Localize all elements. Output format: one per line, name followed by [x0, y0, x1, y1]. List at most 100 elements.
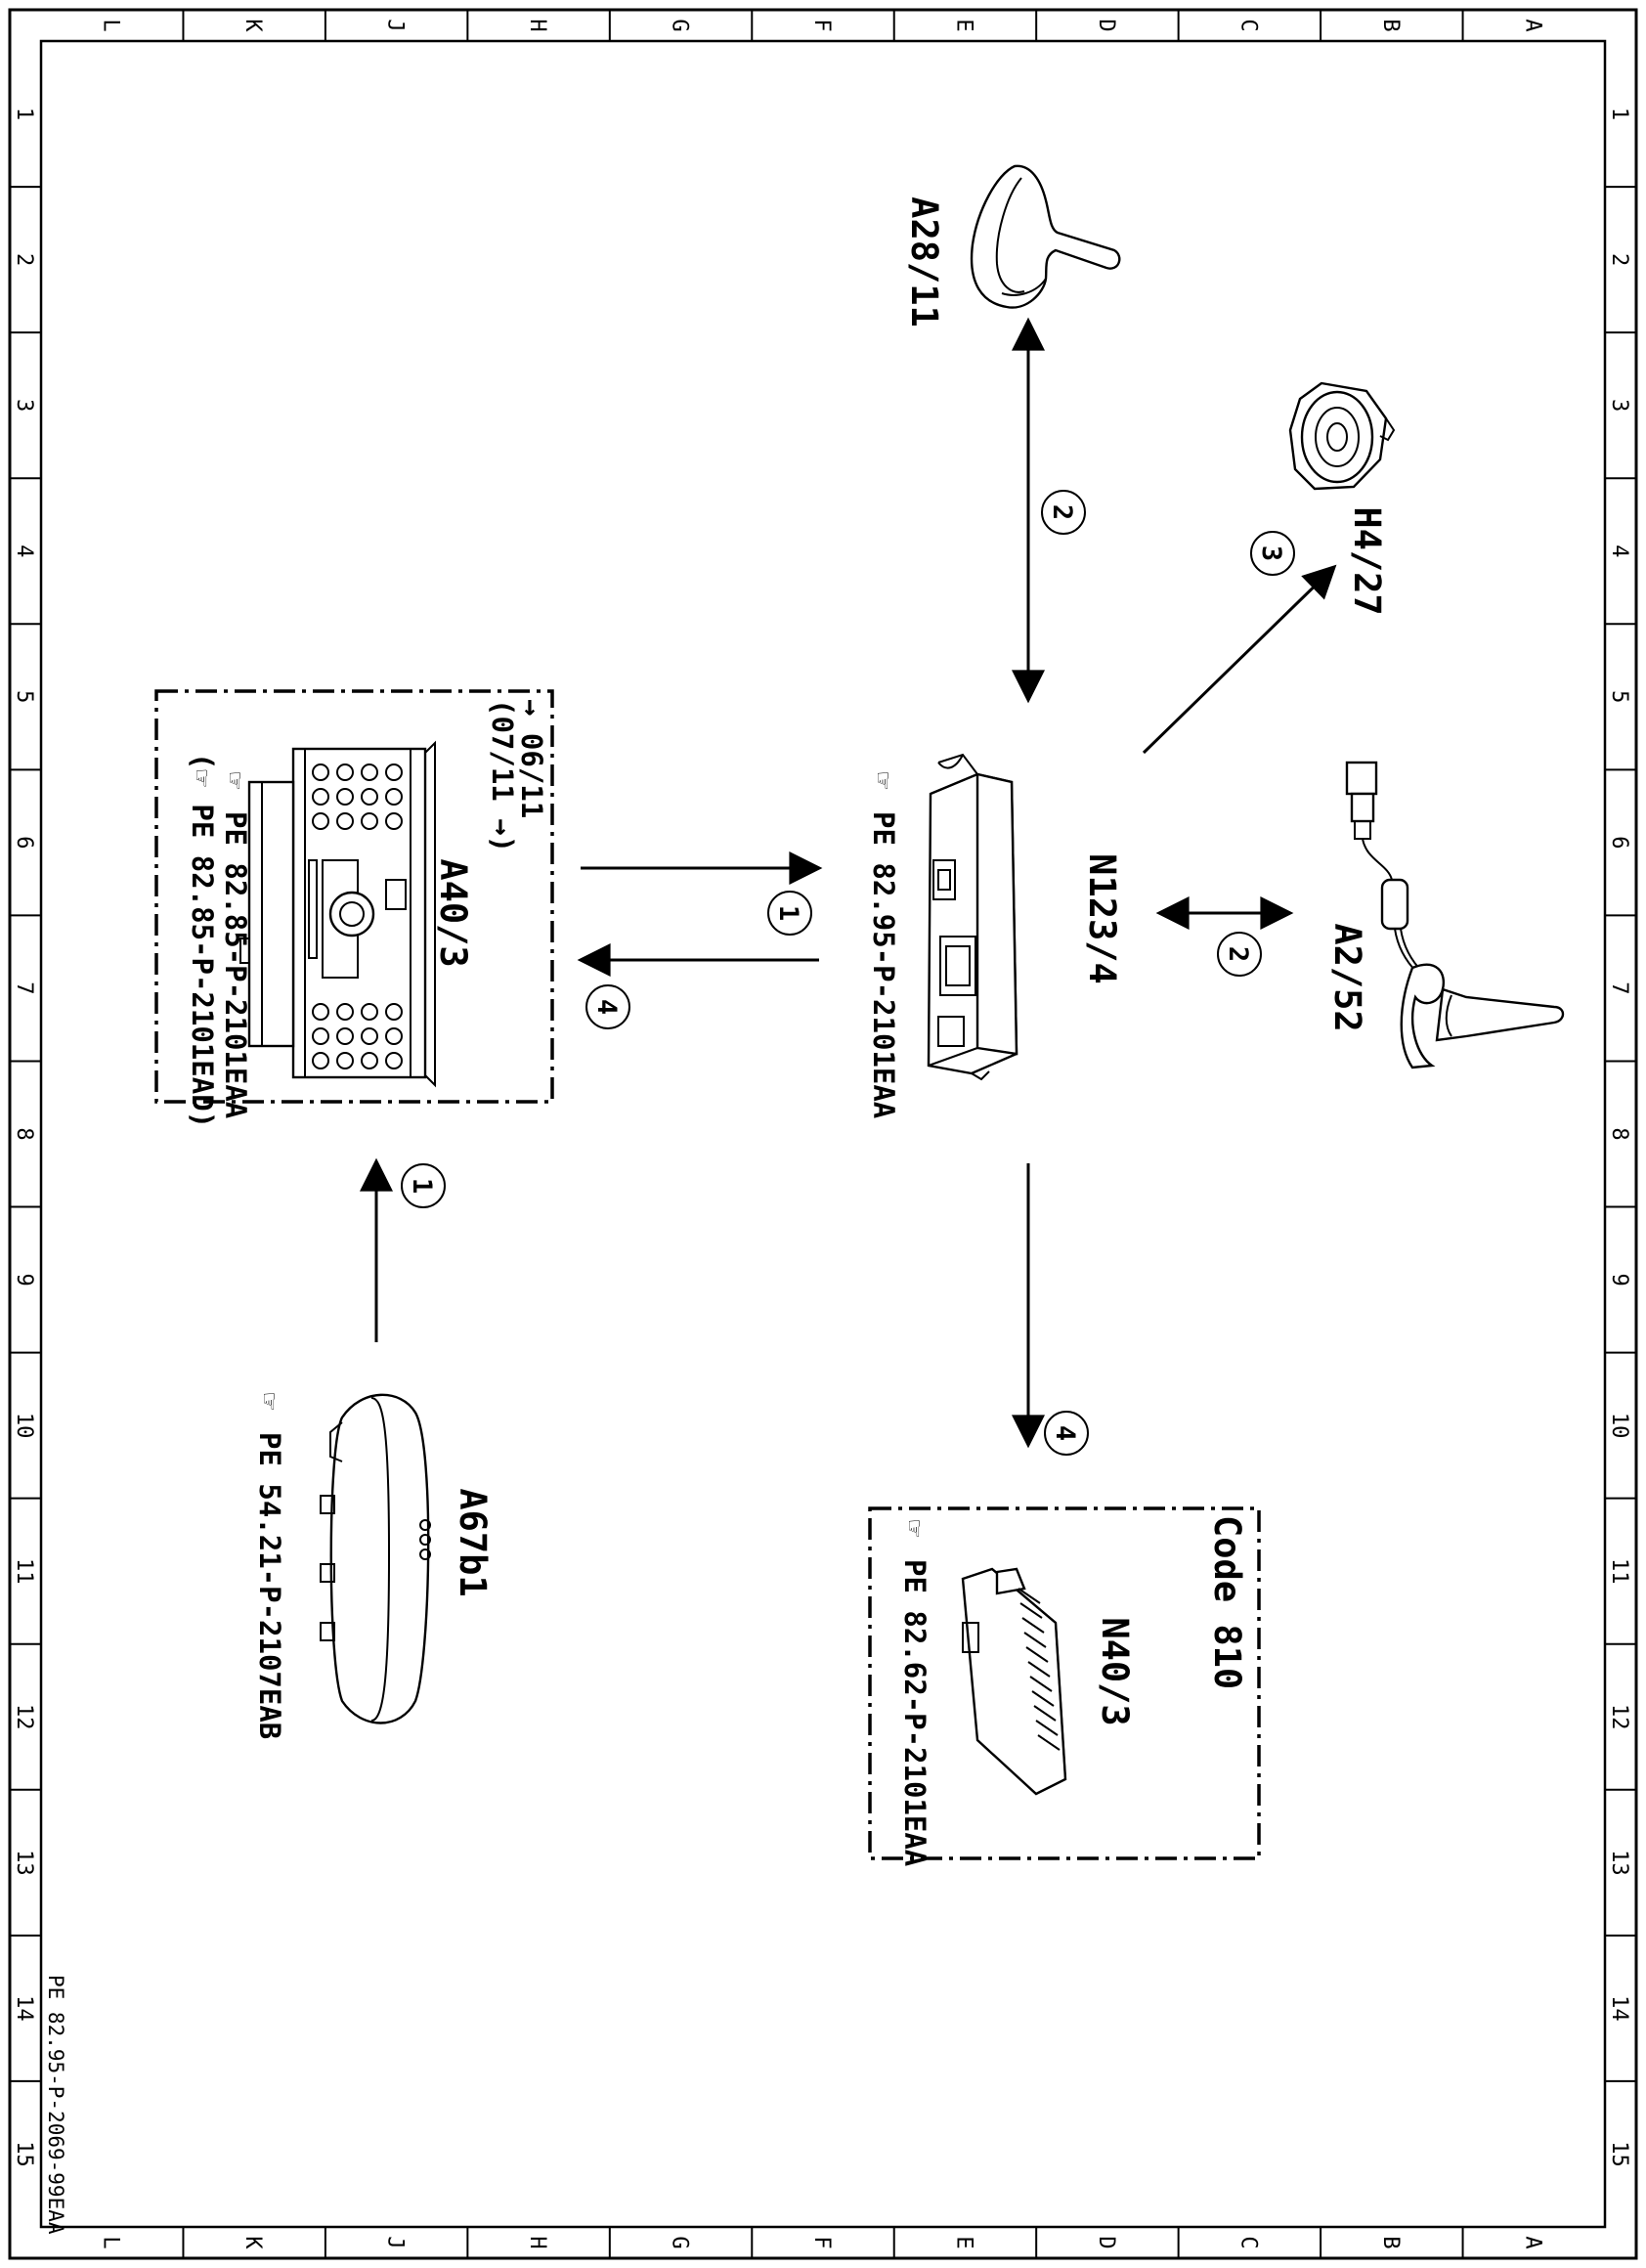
a40-3-date-note-1: → 06/11 [515, 699, 548, 818]
n40-3-label: N40/3 [1094, 1617, 1136, 1725]
connection-number: 2 [1223, 946, 1253, 962]
grid-row-label: 8 [1607, 1127, 1631, 1140]
grid-column-label: H [525, 2236, 549, 2248]
hand-icon: ☞ [898, 1520, 931, 1538]
n123-4-label: N123/4 [1081, 853, 1123, 984]
a40-3-buttons-bottom [312, 1003, 403, 1069]
grid-row-label: 1 [1607, 108, 1631, 120]
grid-column-label: K [240, 2236, 265, 2249]
grid-row-label: 15 [12, 2141, 36, 2167]
hand-icon: ☞ [253, 1393, 286, 1411]
a2-52-label: A2/52 [1326, 923, 1368, 1031]
grid-row-label: 7 [1607, 981, 1631, 994]
n123-4-ref: PE 82.95-P-2101EAA [867, 811, 900, 1118]
grid-column-label: E [951, 19, 975, 31]
grid-row-label: 1 [12, 108, 36, 120]
connection-number: 1 [773, 905, 803, 921]
grid-row-label: 8 [12, 1127, 36, 1140]
arrow-n123-h4 [1142, 564, 1337, 755]
connection-circle [767, 891, 812, 936]
outer-frame [8, 8, 1638, 2260]
grid-row-label: 14 [1607, 1995, 1631, 2022]
grid-column-label: L [99, 2236, 123, 2248]
a67b1-ref: PE 54.21-P-2107EAB [253, 1432, 286, 1739]
grid-column-label: C [1235, 19, 1260, 31]
grid-column-label: D [1094, 2236, 1118, 2248]
grid-column-label: J [383, 2236, 408, 2248]
grid-row-label: 4 [1607, 545, 1631, 557]
grid-row-label: 12 [12, 1704, 36, 1730]
grid-row-label: 14 [12, 1995, 36, 2022]
inner-frame [39, 39, 1607, 2229]
n40-3-code: Code 810 [1206, 1515, 1248, 1689]
grid-column-label: F [809, 2236, 834, 2248]
connection-circle [1217, 932, 1262, 977]
grid-column-label: C [1235, 2236, 1260, 2248]
connection-number: 1 [407, 1178, 437, 1194]
n40-3-box: N40/3 Code 810 ☞ PE 82.62-P-2101EAA [868, 1506, 1261, 1866]
grid-ticks [10, 10, 1636, 2258]
grid-column-label: G [668, 19, 692, 31]
connection-numbers: 2 3 2 1 4 1 4 [401, 490, 1295, 1456]
grid-column-label: L [99, 19, 123, 31]
connection-circle [585, 984, 630, 1029]
grid-row-label: 10 [12, 1413, 36, 1439]
n123-4-control-unit: N123/4 ☞ PE 82.95-P-2101EAA [867, 753, 1123, 1118]
connection-circle [1250, 531, 1295, 576]
grid-column-label: F [809, 19, 834, 31]
a40-3-label: A40/3 [432, 858, 474, 967]
a40-3-box: A40/3 → 06/11 (07/11 →) ☞ PE 82.85-P-210… [154, 689, 554, 1128]
grid-row-label: 6 [1607, 836, 1631, 849]
grid-row-label: 2 [12, 253, 36, 266]
grid-row-label: 2 [1607, 253, 1631, 266]
a67b1-label: A67b1 [452, 1488, 494, 1596]
connection-circle [401, 1163, 446, 1208]
a40-3-date-note-2: (07/11 →) [486, 699, 519, 852]
grid-row-label: 7 [12, 981, 36, 994]
document-id: PE 82.95-P-2069-99EAA [44, 1975, 67, 2235]
grid-row-label: 13 [1607, 1850, 1631, 1876]
a40-3-ref-2: (☞ PE 82.85-P-2101EAD) [186, 753, 219, 1128]
a67b1-mirror: A67b1 ☞ PE 54.21-P-2107EAB [253, 1393, 494, 1739]
grid-column-label: H [525, 19, 549, 31]
grid-column-label: A [1520, 2236, 1544, 2248]
connection-circle [1041, 490, 1086, 535]
a2-52-antenna-cable: A2/52 [1326, 761, 1565, 1069]
grid-column-label: K [240, 19, 265, 32]
grid-row-label: 3 [12, 399, 36, 412]
grid-row-label: 15 [1607, 2141, 1631, 2167]
grid-row-label: 9 [12, 1273, 36, 1286]
connection-arrows [360, 317, 1337, 1449]
n40-3-heatsink-fins [1018, 1588, 1061, 1751]
a40-3-buttons-top [312, 763, 403, 830]
a40-3-ref-1: PE 82.85-P-2101EAA [219, 811, 252, 1118]
connection-number: 2 [1047, 504, 1077, 520]
grid-column-label: A [1520, 19, 1544, 31]
connection-circle [1044, 1411, 1089, 1456]
grid-column-label: G [668, 2236, 692, 2248]
grid-row-label: 11 [12, 1558, 36, 1585]
connection-number: 4 [591, 999, 622, 1015]
grid-row-label: 5 [12, 690, 36, 703]
h4-27-speaker: H4/27 [1288, 381, 1396, 616]
connection-number: 4 [1050, 1425, 1080, 1441]
grid-row-label: 3 [1607, 399, 1631, 412]
grid-row-label: 13 [12, 1850, 36, 1876]
n40-3-ref: PE 82.62-P-2101EAA [898, 1559, 931, 1866]
hand-icon: ☞ [219, 772, 252, 790]
grid-row-label: 5 [1607, 690, 1631, 703]
h4-27-label: H4/27 [1346, 506, 1388, 615]
grid-row-label: 10 [1607, 1413, 1631, 1439]
grid-row-label: 9 [1607, 1273, 1631, 1286]
grid-column-label: E [951, 2236, 975, 2248]
a28-11-antenna: A28/11 [903, 164, 1121, 327]
grid-row-label: 12 [1607, 1704, 1631, 1730]
a28-11-label: A28/11 [903, 196, 945, 327]
grid-column-label: D [1094, 19, 1118, 31]
grid-column-label: J [383, 19, 408, 31]
grid-row-label: 6 [12, 836, 36, 849]
grid-row-label: 11 [1607, 1558, 1631, 1585]
connection-number: 3 [1256, 545, 1286, 561]
